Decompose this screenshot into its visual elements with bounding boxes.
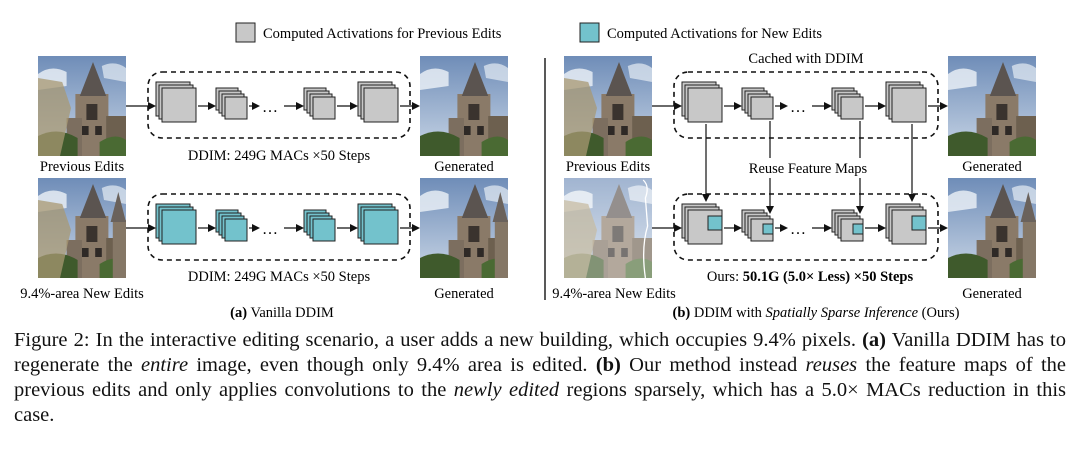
caption-text: the feature maps of the previous edits a… [14, 354, 1067, 401]
activation-stack-small [741, 87, 774, 120]
new-edits-image [38, 178, 126, 278]
legend-new-swatch [579, 22, 600, 43]
sparse-activation-stack-large [681, 203, 723, 245]
ours-cost-label: Ours: 50.1G (5.0× Less) ×50 Steps [707, 269, 914, 285]
caption-emphasis: reuses [805, 354, 858, 376]
activation-stack-large [155, 203, 197, 245]
reuse-label-bg [738, 158, 878, 178]
panel-b-caption: (b) DDIM with Spatially Sparse Inference… [672, 305, 959, 321]
caption-tag-a: (a) [862, 329, 887, 351]
ellipsis: … [262, 221, 278, 238]
generated-label: Generated [434, 286, 494, 302]
caption-tag-b: (b) [595, 354, 621, 376]
caption-emphasis: newly edited [453, 379, 560, 401]
previous-edits-label: Previous Edits [40, 159, 125, 175]
previous-edits-image [564, 56, 652, 156]
generated-label: Generated [962, 159, 1022, 175]
generated-image [948, 178, 1036, 278]
pipeline-cost-label: DDIM: 249G MACs ×50 Steps [188, 269, 371, 285]
sparse-activation-stack-small [741, 209, 774, 242]
panel-a: … [20, 56, 508, 321]
activation-stack-small [215, 87, 248, 120]
pipeline-box-top [147, 71, 411, 139]
legend-previous-label: Computed Activations for Previous Edits [263, 26, 502, 42]
panel-b: Cached with DDIM … [552, 51, 1036, 321]
activation-stack-large [155, 81, 197, 123]
ellipsis: … [262, 99, 278, 116]
activation-stack-large [357, 203, 399, 245]
new-edits-label: 9.4%-area New Edits [20, 286, 144, 302]
activation-stack-large [681, 81, 723, 123]
ellipsis: … [790, 99, 806, 116]
generated-label: Generated [434, 159, 494, 175]
activation-stack-small [303, 209, 336, 242]
generated-image [420, 56, 508, 156]
activation-stack-small [303, 87, 336, 120]
diagram-figure: Computed Activations for Previous Edits … [20, 22, 1036, 321]
new-edits-image [564, 178, 652, 279]
pipeline-cost-label: DDIM: 249G MACs ×50 Steps [188, 148, 371, 164]
panel-a-caption: (a) Vanilla DDIM [230, 305, 334, 321]
ellipsis: … [790, 221, 806, 238]
caption-emphasis: entire [141, 354, 189, 376]
activation-stack-small [215, 209, 248, 242]
sparse-activation-stack-large [885, 203, 927, 245]
caption-label: Figure 2: [14, 329, 90, 351]
legend-new-label: Computed Activations for New Edits [607, 26, 822, 42]
legend-previous-swatch [235, 22, 256, 43]
caption-text: regions sparsely, which has a 5.0× MACs … [14, 379, 1067, 426]
caption-text: image, even though only 9.4% area is edi… [188, 354, 596, 376]
figure-caption: Figure 2: In the interactive editing sce… [14, 328, 1066, 428]
activation-stack-small [831, 87, 864, 120]
caption-text: In the interactive editing scenario, a u… [89, 329, 863, 351]
previous-edits-image [38, 56, 126, 156]
activation-stack-large [357, 81, 399, 123]
generated-image [420, 178, 508, 278]
sparse-activation-stack-small [831, 209, 864, 242]
pipeline-box-bottom [147, 193, 411, 261]
caption-text: Vanilla DDIM has to regenerate the [14, 329, 1066, 376]
activation-stack-large [885, 81, 927, 123]
cached-with-ddim-label: Cached with DDIM [748, 51, 863, 67]
generated-image [948, 56, 1036, 156]
previous-edits-label: Previous Edits [566, 159, 651, 175]
caption-text: Our method instead [620, 354, 806, 376]
generated-label: Generated [962, 286, 1022, 302]
reuse-feature-maps-label: Reuse Feature Maps [749, 161, 868, 177]
new-edits-label: 9.4%-area New Edits [552, 286, 676, 302]
